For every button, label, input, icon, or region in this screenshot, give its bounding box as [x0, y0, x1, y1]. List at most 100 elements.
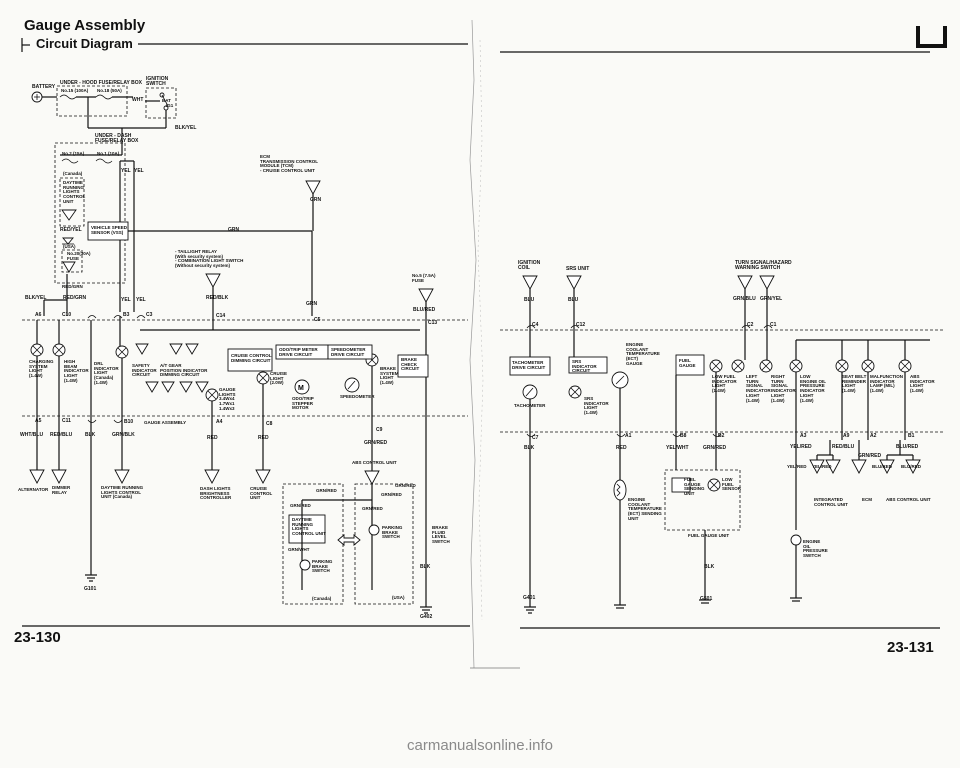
label-red-blu-2: RED/BLU: [832, 444, 855, 450]
label-red-1: RED: [207, 435, 218, 441]
page-number-left: 23-130: [14, 629, 61, 646]
label-ig1: IG1: [166, 103, 174, 108]
pin-c3: C3: [146, 312, 153, 318]
label-blu-2: BLU: [568, 297, 579, 303]
label-grn-blk: GRN/BLK: [112, 432, 135, 438]
label-odo-meter: ODO/TRIP METER DRIVE CIRCUIT: [279, 347, 318, 357]
drl-unit-box: [288, 514, 326, 544]
label-yel-4: YEL: [136, 297, 146, 303]
label-yel-1: YEL: [121, 168, 131, 174]
pin-c13: C13: [428, 320, 438, 326]
label-alternator: ALTERNATOR: [18, 487, 49, 492]
pin-b10: B10: [124, 419, 134, 425]
pin-a4: A4: [216, 419, 223, 425]
label-fuse-15: No.15 (100A): [61, 88, 89, 93]
pin-a6: A6: [35, 312, 42, 318]
label-blu-red-4: BLU/RED: [901, 464, 921, 469]
label-turn-switch: TURN SIGNAL/HAZARD WARNING SWITCH: [735, 260, 792, 272]
label-drl-control-canada: DAYTIME RUNNING LIGHTS CONTROL UNIT (Can…: [101, 485, 144, 500]
pin-c10: C10: [62, 312, 72, 318]
label-grn-mid: GRN: [306, 301, 318, 307]
label-grn-red-7: GRN/RED: [703, 445, 727, 451]
page-number-right: 23-131: [887, 639, 934, 656]
label-red-3: RED: [616, 445, 627, 451]
stepper-motor-icon: [294, 379, 310, 395]
label-yel-red-1: YEL/RED: [790, 444, 812, 450]
pin-c1: C1: [770, 322, 777, 328]
label-grn-red-4: GRN/RED: [381, 492, 402, 497]
label-canada-2: (Canada): [312, 596, 332, 601]
label-srs-unit: SRS UNIT: [566, 266, 590, 272]
label-blk-4: BLK: [704, 564, 715, 570]
label-speedometer-drive: SPEEDOMETER DRIVE CIRCUIT: [331, 347, 366, 357]
label-tach-drive: TACHOMETER DRIVE CIRCUIT: [512, 360, 546, 370]
section-logo-icon: [916, 26, 947, 48]
label-fuel-gauge-unit: FUEL GAUGE UNIT: [688, 533, 730, 538]
label-fuse-2: No.2 (15A): [62, 151, 85, 156]
label-gauge-assembly: GAUGE ASSEMBLY: [144, 420, 187, 425]
label-grn: GRN: [228, 227, 240, 233]
label-ignition-switch: IGNITION SWITCH: [146, 76, 169, 88]
label-high-beam: HIGH BEAM INDICATOR LIGHT (1.4W): [64, 359, 89, 383]
pin-c11: C11: [62, 418, 71, 424]
label-canada: (Canada): [63, 171, 83, 176]
label-blk-yel-top: BLK/YEL: [175, 125, 197, 131]
pin-b8: B8: [680, 433, 687, 439]
label-low-fuel-sensor: LOW FUEL SENSOR: [722, 477, 742, 492]
label-red-grn: RED/GRN: [62, 284, 83, 289]
label-underhood-box: UNDER - HOOD FUSE/RELAY BOX: [60, 80, 142, 86]
label-g401: G401: [523, 595, 536, 601]
label-blk-3: BLK: [524, 445, 535, 451]
label-blu-1: BLU: [524, 297, 535, 303]
label-brake-fluid: BRAKE FLUID LEVEL SWITCH: [432, 525, 450, 545]
label-blk-1: BLK: [85, 432, 96, 438]
label-low-oil: LOW ENGINE OIL PRESSURE INDICATOR LIGHT …: [800, 374, 827, 403]
label-grn-red-5: GRN/RED: [362, 506, 383, 511]
label-vss: VEHICLE SPEED SENSOR (VSS): [91, 225, 128, 235]
label-underdash-box: UNDER - DASH FUSE/RELAY BOX: [95, 133, 139, 145]
page-title: Gauge Assembly: [24, 17, 146, 34]
label-parking-brake-2: PARKING BRAKE SWITCH: [382, 525, 403, 540]
label-grn-blu: GRN/BLU: [733, 296, 756, 302]
label-grn-red-8: GRN/RED: [858, 453, 882, 459]
label-yel-red-2: YEL/RED: [787, 464, 807, 469]
label-yel-3: YEL: [121, 297, 131, 303]
label-ect-gauge: ENGINE COOLANT TEMPERATURE (ECT) GAUGE: [626, 342, 660, 366]
label-red-yel: RED/YEL: [60, 227, 82, 233]
label-charging-light: CHARGING SYSTEM LIGHT (1.4W): [29, 359, 54, 379]
label-safety-indicator: SAFETY INDICATOR CIRCUIT: [132, 363, 157, 378]
label-usa-small: (USA): [63, 244, 76, 249]
oil-pressure-switch-icon: [790, 534, 802, 546]
label-g101: G101: [84, 586, 97, 592]
label-integrated-control: INTEGRATED CONTROL UNIT: [814, 497, 848, 507]
bulb-row-left: [30, 343, 379, 402]
label-wht: WHT: [132, 97, 144, 103]
label-cruise-unit: CRUISE CONTROL UNIT: [250, 486, 273, 501]
label-left-turn: LEFT TURN SIGNAL INDICATOR LIGHT (1.4W): [746, 374, 771, 403]
label-grn-yel: GRN/YEL: [760, 296, 783, 302]
label-grn-red-6: GRN/RED: [395, 483, 416, 488]
or-arrow-icon: [337, 534, 361, 546]
label-brake-check: BRAKE CHECK CIRCUIT: [401, 357, 420, 372]
label-oil-switch: ENGINE OIL PRESSURE SWITCH: [803, 539, 828, 559]
label-gauge-lights: GAUGE LIGHTS 3.4Wx4 1.7Wx1 1.4Wx3: [219, 387, 236, 411]
ignition-switch: [145, 87, 177, 119]
pin-a3: A3: [800, 433, 807, 439]
label-brake-system-light: BRAKE SYSTEM LIGHT (1.4W): [380, 366, 399, 386]
label-battery: BATTERY: [32, 84, 56, 90]
label-grn-wht: GRN/WHT: [288, 547, 310, 552]
cruise-dimming-box: [227, 348, 273, 372]
usa-dashed-box: [354, 483, 414, 605]
label-red-2: RED: [258, 435, 269, 441]
underhood-box: [56, 85, 128, 117]
page-gutter: [469, 19, 477, 669]
label-red-grn-left: RED/GRN: [63, 295, 87, 301]
label-srs-circuit: SRS INDICATOR CIRCUIT: [572, 359, 597, 374]
label-yel-2: YEL: [134, 168, 144, 174]
svg-text:M: M: [298, 385, 304, 392]
label-fuel-gauge: FUEL GAUGE: [679, 358, 696, 368]
label-fuse-5: No.5 (7.5A) FUSE: [412, 273, 436, 283]
label-dash-brightness: DASH LIGHTS BRIGHTNESS CONTROLLER: [200, 486, 232, 501]
